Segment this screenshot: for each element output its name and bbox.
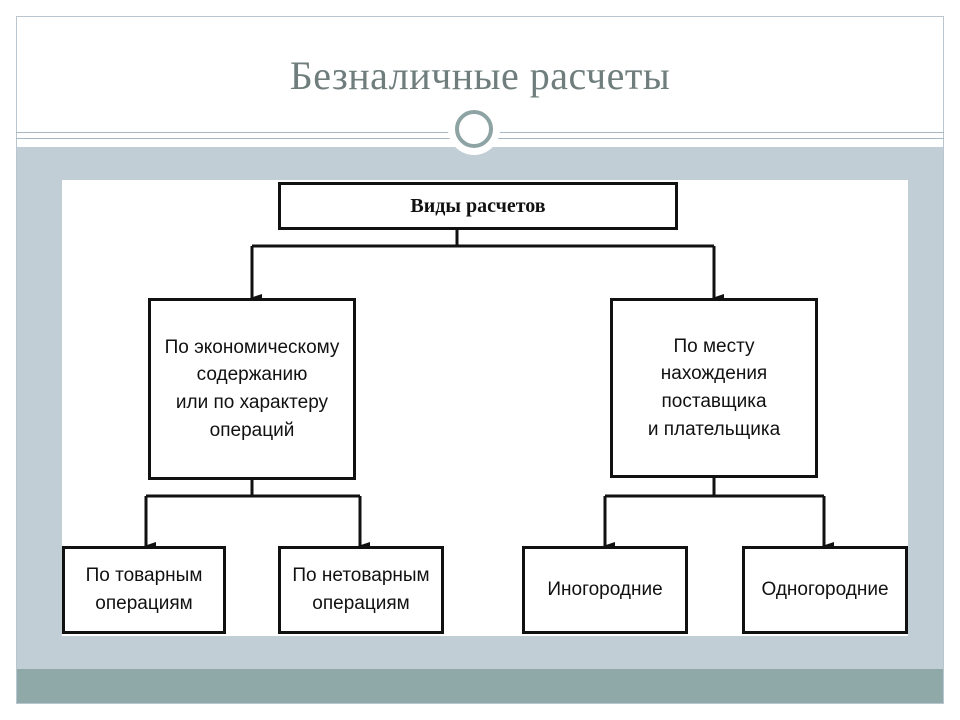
slide-title: Безналичные расчеты bbox=[289, 53, 671, 98]
leaf-same-city: Одногородние bbox=[742, 546, 908, 634]
diagram-panel: Виды расчетов По экономическому содержан… bbox=[62, 180, 908, 636]
diagram-connectors bbox=[144, 230, 834, 550]
circle-ring-icon bbox=[448, 103, 500, 155]
circle-ring-inner bbox=[455, 110, 493, 148]
footer-band bbox=[17, 669, 943, 703]
leaf-intercity: Иногородние bbox=[522, 546, 688, 634]
root-node: Виды расчетов bbox=[278, 182, 678, 230]
category-economic-content: По экономическому содержанию или по хара… bbox=[148, 298, 356, 480]
category-location: По месту нахождения поставщика и платель… bbox=[610, 298, 818, 478]
leaf-goods-operations: По товарным операциям bbox=[62, 546, 226, 634]
slide-frame bbox=[16, 16, 944, 704]
leaf-non-goods-operations: По нетоварным операциям bbox=[278, 546, 444, 634]
